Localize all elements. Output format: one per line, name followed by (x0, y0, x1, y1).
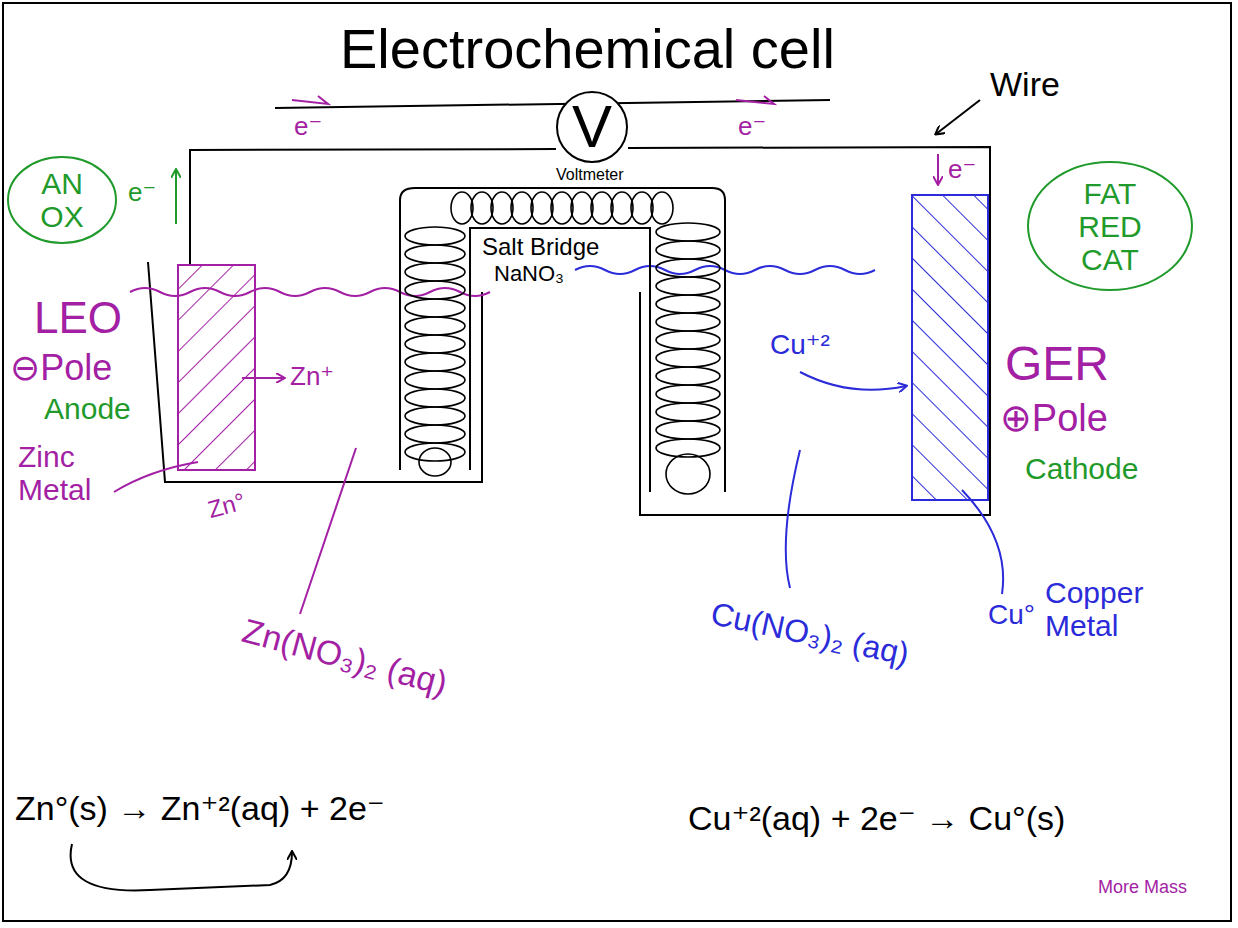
electron-arrow (175, 170, 177, 224)
leader-line (962, 490, 1003, 594)
wire-label: Wire (990, 66, 1060, 103)
node-outline (1028, 162, 1192, 290)
coil-loop (656, 295, 720, 313)
coil-loop (656, 277, 720, 295)
leader-line (786, 450, 800, 588)
coil-loop (405, 371, 465, 389)
electron-arrow (736, 96, 774, 104)
ion-label: Cu⁺² (770, 330, 830, 361)
electrode-label: Cathode (1025, 452, 1138, 485)
coil-loop (405, 263, 465, 281)
half-reaction: Cu⁺²(aq) + 2e⁻ → Cu°(s) (688, 800, 1065, 837)
pole-label: ⊖Pole (10, 348, 112, 388)
leader-line (114, 462, 198, 492)
coil-loop (656, 241, 720, 259)
coil-loop (531, 192, 553, 224)
coil-loop (571, 192, 593, 224)
node-text: V (555, 94, 629, 160)
coil-loop (651, 192, 673, 224)
mnemonic-label: LEO (34, 294, 122, 342)
coil-loop (591, 192, 613, 224)
mnemonic-oval: FAT RED CAT (1026, 160, 1194, 292)
electron-label: e⁻ (294, 112, 322, 141)
title: Electrochemical cell (340, 18, 835, 80)
pointer-arrow (936, 100, 980, 134)
coil-loop (405, 407, 465, 425)
coil-loop (656, 349, 720, 367)
coil-loop (551, 192, 573, 224)
coil-loop (656, 367, 720, 385)
coil-loop (656, 259, 720, 277)
curved-arrow (71, 844, 292, 890)
coil-loop (656, 223, 720, 241)
coil-loop (405, 389, 465, 407)
coil-loop (405, 335, 465, 353)
wire (628, 147, 990, 200)
coil-loop (656, 385, 720, 403)
coil-loop (405, 353, 465, 371)
half-reaction: Zn°(s) → Zn⁺²(aq) + 2e⁻ (15, 790, 385, 827)
voltmeter-symbol: V (555, 90, 629, 164)
electron-label: e⁻ (128, 178, 156, 207)
pole-label: ⊕Pole (1000, 398, 1108, 440)
ion-label: Zn⁺ (290, 362, 334, 391)
metal-label: Zinc Metal (18, 440, 118, 506)
anode-beaker (148, 262, 482, 482)
coil-loop (451, 192, 473, 224)
note-label: More Mass (1098, 878, 1187, 898)
coil-loop (656, 331, 720, 349)
coil-loop (511, 192, 533, 224)
salt-bridge-coils (405, 192, 720, 494)
coil-loop (405, 281, 465, 299)
node-text: AN OX (40, 167, 83, 233)
mnemonic-oval: AN OX (6, 155, 118, 245)
node-outline (8, 157, 116, 243)
mnemonic-label: GER (1005, 338, 1109, 391)
salt-bridge-label: Salt Bridge (482, 234, 599, 260)
electron-label: e⁻ (738, 112, 766, 141)
coil-loop (656, 403, 720, 421)
solution-label: Cu(NO₃)₂ (aq) (708, 596, 912, 672)
solution-label: Zn(NO₃)₂ (aq) (238, 612, 451, 703)
zinc-electrode (178, 265, 255, 470)
electron-label: e⁻ (948, 155, 976, 184)
metal-label: Copper Metal (1045, 576, 1165, 642)
coil-loop (491, 192, 513, 224)
ion-arrow (242, 377, 284, 379)
copper-electrode (912, 195, 988, 500)
coil-loop (631, 192, 653, 224)
coil-loop (656, 421, 720, 439)
coil-loop (611, 192, 633, 224)
coil-loop (405, 245, 465, 263)
coil-loop (471, 192, 493, 224)
node-text: FAT RED CAT (1078, 177, 1141, 276)
formula-label: NaNO₃ (494, 262, 564, 286)
electron-arrow (937, 154, 939, 184)
salt-bridge (470, 228, 650, 492)
coil-loop (405, 443, 465, 461)
coil-loop (405, 425, 465, 443)
leader-line (300, 448, 356, 614)
atom-label: Zn° (205, 488, 248, 523)
coil-loop (666, 454, 710, 494)
coil-loop (405, 227, 465, 245)
ion-arrow (800, 372, 906, 390)
voltmeter-label: Voltmeter (556, 166, 624, 184)
coil-loop (405, 317, 465, 335)
atom-label: Cu° (988, 600, 1035, 631)
coil-loop (405, 299, 465, 317)
electrode-label: Anode (44, 392, 131, 425)
coil-loop (656, 313, 720, 331)
salt-bridge (400, 188, 725, 492)
electron-arrow (292, 96, 328, 104)
coil-loop (419, 448, 451, 476)
